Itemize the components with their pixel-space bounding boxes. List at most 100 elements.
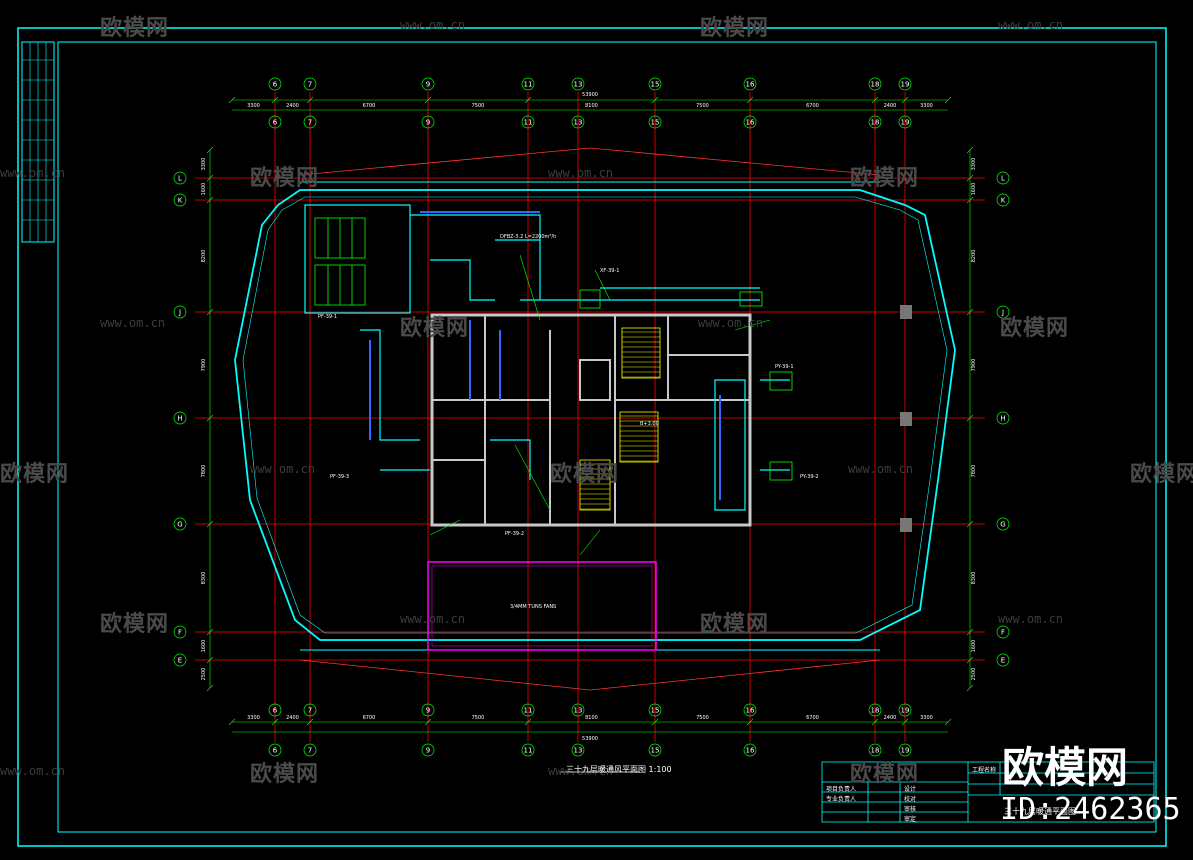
dimension-text: 3300 — [201, 158, 207, 171]
titleblock-row: 专业负责人 — [826, 796, 857, 803]
air-handling-units — [314, 217, 793, 481]
axis-label-row: K — [1001, 197, 1006, 205]
dimension-tick — [271, 718, 279, 726]
dimension-text: 3300 — [247, 103, 260, 109]
dimension-text: 6700 — [806, 103, 819, 109]
dimension-text: 1600 — [201, 183, 207, 196]
axis-bubble — [571, 703, 585, 717]
axis-bubble — [996, 517, 1010, 531]
axis-bubble — [898, 743, 912, 757]
axis-bubble — [996, 305, 1010, 319]
equipment-tag: DFBZ-3.2 L=2200m³/h — [500, 234, 556, 240]
axis-label-column: 18 — [871, 119, 880, 127]
axis-label-column: 16 — [746, 707, 755, 715]
watermark-logo: 欧模网 — [1130, 462, 1193, 487]
mechanical-room — [427, 561, 657, 651]
duct-supply — [369, 211, 721, 500]
watermark-url: www.om.cn — [400, 612, 466, 626]
axis-bubble — [303, 703, 317, 717]
watermark-logo: 欧模网 — [400, 316, 470, 341]
axis-bubble — [868, 77, 882, 91]
dimension-tick — [271, 96, 279, 104]
watermark-url: www.om.cn — [848, 462, 914, 476]
dimension-text: 3300 — [247, 715, 260, 721]
dimension-tick — [206, 628, 214, 636]
axis-bubble — [173, 193, 187, 207]
dimension-tick — [206, 308, 214, 316]
dimension-text: 7900 — [201, 359, 207, 372]
axis-label-row: J — [1001, 309, 1004, 317]
dimension-text: 3300 — [920, 715, 933, 721]
dimension-tick — [206, 196, 214, 204]
axis-label-row: H — [1000, 415, 1005, 423]
watermark-url: www.om.cn — [548, 166, 614, 180]
axis-bubble — [521, 743, 535, 757]
axis-label-column: 16 — [746, 119, 755, 127]
roof-line-bottom — [299, 659, 881, 691]
axis-label-row: G — [177, 521, 182, 529]
axis-bubble — [743, 77, 757, 91]
axis-bubble — [996, 653, 1010, 667]
dimension-tick — [966, 520, 974, 528]
axis-bubble — [648, 743, 662, 757]
axis-bubble — [173, 653, 187, 667]
axis-label-column: 15 — [651, 747, 660, 755]
axis-label-column: 6 — [273, 81, 278, 89]
dimension-tick — [966, 146, 974, 154]
axis-label-column: 11 — [524, 119, 533, 127]
dimension-tick — [228, 96, 236, 104]
axis-label-column: 11 — [524, 747, 533, 755]
watermark-logo: 欧模网 — [1000, 316, 1070, 341]
axis-label-column: 19 — [901, 119, 910, 127]
axis-bubble — [571, 77, 585, 91]
titleblock-row: 项目负责人 — [826, 786, 857, 793]
axis-label-column: 7 — [308, 707, 312, 715]
dimension-text: 53900 — [582, 92, 598, 98]
watermark-url: www.om.cn — [100, 316, 166, 330]
roof-line-top — [299, 147, 881, 176]
axis-bubble — [268, 77, 282, 91]
axis-label-column: 9 — [426, 707, 430, 715]
axis-bubble — [173, 625, 187, 639]
axis-bubble — [521, 703, 535, 717]
watermark-logo: 欧模网 — [0, 462, 70, 487]
axis-bubble — [268, 743, 282, 757]
dimension-text: 7500 — [472, 103, 485, 109]
axis-label-column: 19 — [901, 707, 910, 715]
axis-bubble — [521, 77, 535, 91]
watermark-logo: 欧模网 — [550, 462, 620, 487]
axis-label-column: 13 — [574, 119, 583, 127]
axis-bubble — [303, 115, 317, 129]
titleblock-row: 设计 — [904, 786, 917, 793]
dimension-text: 7500 — [472, 715, 485, 721]
watermark-url: www.om.cn — [250, 462, 316, 476]
dimension-text: 1600 — [201, 640, 207, 653]
dimension-text: 8200 — [971, 250, 977, 263]
axis-label-column: 11 — [524, 81, 533, 89]
dimension-tick — [966, 196, 974, 204]
axis-label-column: 18 — [871, 81, 880, 89]
axis-bubble — [868, 703, 882, 717]
dimension-tick — [206, 656, 214, 664]
column-g19 — [900, 518, 912, 532]
axis-label-column: 7 — [308, 81, 312, 89]
dimension-text: 3300 — [971, 158, 977, 171]
axis-bubble — [571, 743, 585, 757]
equipment-tag: XF-39-1 — [600, 268, 619, 274]
axis-label-column: 15 — [651, 81, 660, 89]
dimension-tick — [871, 96, 879, 104]
axis-label-column: 18 — [871, 747, 880, 755]
equipment-tag: PF-39-1 — [318, 314, 337, 320]
axis-bubble — [268, 703, 282, 717]
axis-label-column: 6 — [273, 707, 278, 715]
dimension-tick — [966, 656, 974, 664]
dimension-text: 8300 — [201, 572, 207, 585]
axis-bubble — [173, 305, 187, 319]
axis-bubble — [648, 77, 662, 91]
dimension-text: 8100 — [585, 715, 598, 721]
stair-treads — [580, 331, 660, 510]
equipment-tag: PY-39-2 — [800, 474, 819, 480]
axis-bubble — [571, 115, 585, 129]
dimension-text: 2400 — [884, 715, 897, 721]
dimension-text: 1600 — [971, 640, 977, 653]
